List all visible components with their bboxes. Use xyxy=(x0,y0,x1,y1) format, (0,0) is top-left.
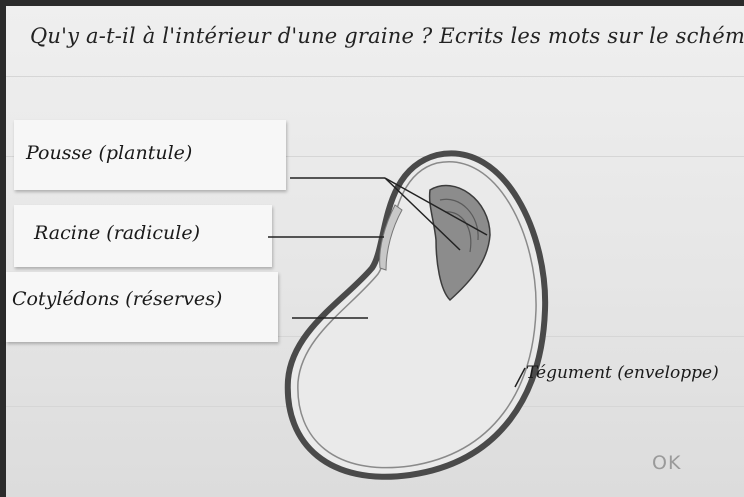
pointer-line-pousse-branch-2 xyxy=(384,177,488,236)
ruled-line xyxy=(6,76,744,77)
seed-inner-outline xyxy=(297,160,537,469)
grade-mark: OK xyxy=(652,452,682,474)
label-strip-racine xyxy=(14,205,272,267)
label-racine: Racine (radicule) xyxy=(34,222,200,244)
label-strip-pousse xyxy=(14,120,286,190)
question-heading: Qu'y a-t-il à l'intérieur d'une graine ?… xyxy=(30,24,744,48)
plumule-shape xyxy=(428,184,491,302)
label-pousse: Pousse (plantule) xyxy=(26,142,193,164)
radicle-shape xyxy=(379,204,403,271)
ruled-line xyxy=(6,156,744,157)
seed-outline xyxy=(284,150,549,480)
label-tegument: Tégument (enveloppe) xyxy=(526,363,719,383)
label-strip-cotyledons xyxy=(6,272,278,342)
label-cotyledons: Cotylédons (réserves) xyxy=(12,288,223,310)
pointer-line-tegument xyxy=(514,367,526,388)
pointer-line-pousse-branch-1 xyxy=(384,177,461,251)
